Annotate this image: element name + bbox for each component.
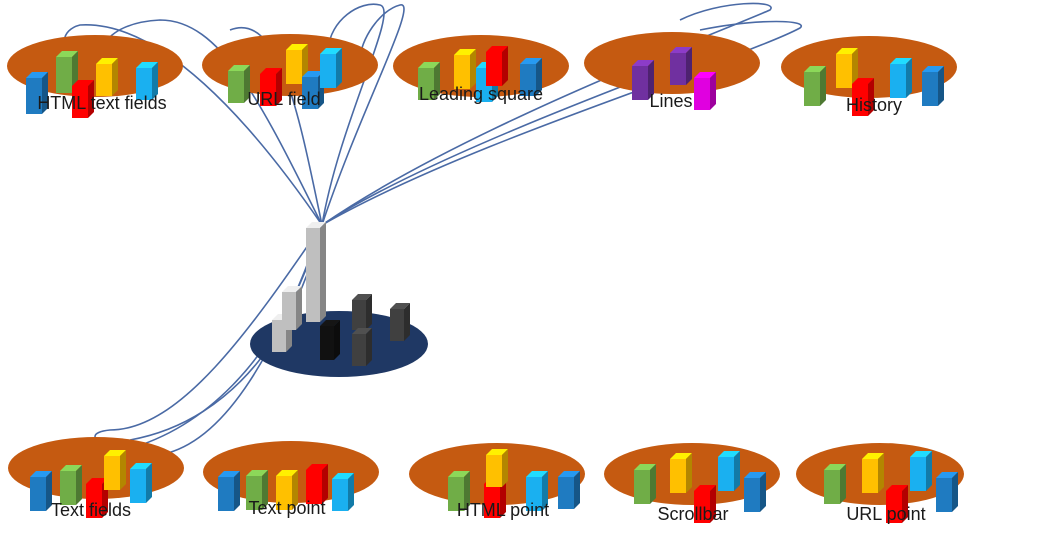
bar-green: [228, 65, 250, 103]
bar-blue: [558, 471, 580, 509]
node-url-point: URL point: [796, 443, 964, 524]
node-label: URL field: [247, 89, 320, 109]
bar-cyan: [320, 48, 342, 88]
bar-magenta: [694, 72, 716, 110]
bar-yellow: [104, 450, 126, 490]
connector-line: [94, 224, 323, 447]
bar-cyan: [890, 58, 912, 98]
node-url-field: URL field: [202, 34, 378, 109]
node-text-point: Text point: [203, 441, 379, 518]
bar-yellow: [276, 470, 298, 510]
bar-green: [634, 464, 656, 504]
bar-cyan: [130, 463, 152, 503]
bar-cyan: [332, 473, 354, 511]
hub-bar: [320, 320, 340, 360]
bar-green: [60, 465, 82, 505]
bar-blue: [520, 58, 542, 96]
node-label: History: [846, 95, 902, 115]
node-history: History: [781, 36, 957, 116]
bar-purple: [632, 60, 654, 100]
bar-red: [260, 68, 282, 106]
bar-blue: [218, 471, 240, 511]
node-label: URL point: [846, 504, 925, 524]
bar-yellow: [862, 453, 884, 493]
node-text-fields: Text fields: [8, 437, 184, 520]
bar-green: [804, 66, 826, 106]
bar-red: [486, 46, 508, 86]
bar-green: [824, 464, 846, 504]
hub-node: [250, 222, 428, 377]
connector-line: [321, 3, 385, 226]
bar-yellow: [286, 44, 308, 84]
node-lines: Lines: [584, 32, 760, 111]
bar-yellow: [670, 453, 692, 493]
node-label: HTML point: [457, 500, 549, 520]
node-scrollbar: Scrollbar: [604, 443, 780, 524]
bar-cyan: [910, 451, 932, 491]
bar-cyan: [526, 471, 548, 511]
node-html-text-fields: HTML text fields: [7, 35, 183, 118]
bar-blue: [936, 472, 958, 512]
node-leading-square: Leading square: [393, 35, 569, 104]
node-label: Lines: [649, 91, 692, 111]
hub-bar: [352, 328, 372, 366]
bar-red: [852, 78, 874, 116]
bar-blue: [744, 472, 766, 512]
bar-green: [246, 470, 268, 510]
bar-yellow: [836, 48, 858, 88]
bar-cyan: [718, 451, 740, 491]
bar-blue: [922, 66, 944, 106]
node-label: Text point: [248, 498, 325, 518]
connector-line: [321, 4, 405, 226]
node-label: HTML text fields: [37, 93, 166, 113]
hub-bar: [282, 286, 302, 330]
bar-red: [694, 485, 716, 523]
bar-yellow: [486, 449, 508, 487]
bar-red: [86, 478, 108, 518]
bar-red: [306, 464, 328, 504]
bar-yellow: [96, 58, 118, 96]
bar-green: [418, 62, 440, 100]
bar-blue: [30, 471, 52, 511]
bar-red: [72, 80, 94, 118]
bar-green: [448, 471, 470, 511]
hub-bar: [352, 294, 372, 330]
node-label: Scrollbar: [657, 504, 728, 524]
bar-blue: [26, 72, 48, 114]
hub-bar: [306, 222, 326, 322]
bar-purple: [670, 47, 692, 85]
node-label: Leading square: [419, 84, 543, 104]
node-label: Text fields: [51, 500, 131, 520]
node-html-point: HTML point: [409, 443, 585, 520]
bar-cyan: [136, 62, 158, 100]
node-platforms: HTML text fields URL field Leading square L…: [7, 32, 964, 524]
bar-yellow: [454, 49, 476, 89]
hub-bar: [390, 303, 410, 341]
bar-red: [886, 485, 908, 523]
